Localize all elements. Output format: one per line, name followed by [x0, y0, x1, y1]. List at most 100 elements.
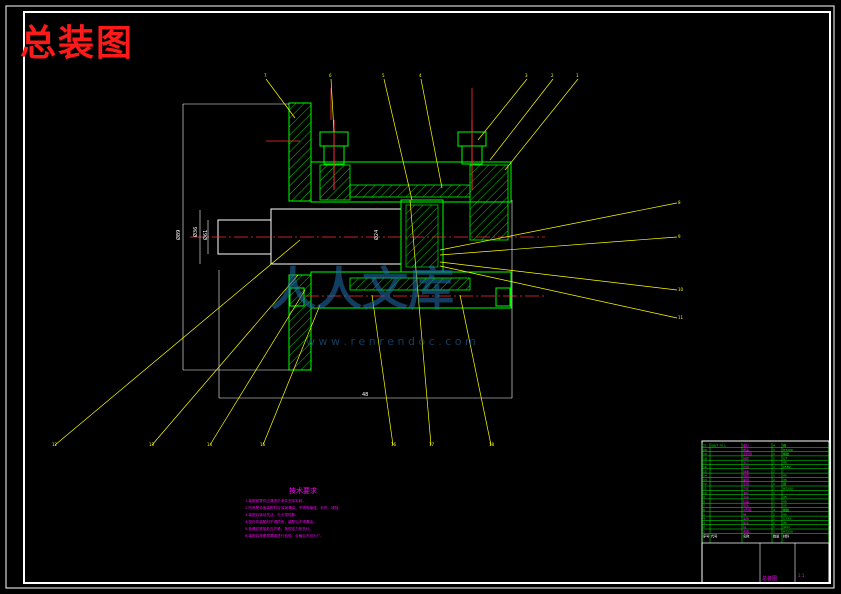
parts-cell: 1	[773, 461, 775, 465]
parts-cell: 1	[773, 530, 775, 534]
balloon-number: 4	[419, 73, 422, 78]
tech-heading: 技术要求	[289, 486, 317, 495]
bearing	[400, 199, 444, 273]
parts-cell: 1	[773, 491, 775, 495]
balloon-number: 14	[207, 442, 213, 447]
parts-cell: 35	[783, 478, 787, 482]
housing-top	[310, 161, 512, 203]
parts-cell: QT	[783, 456, 787, 460]
parts-cell: 5	[703, 512, 705, 516]
dim-diameter-c: Ø61	[202, 230, 209, 240]
parts-cell: 4	[773, 444, 775, 448]
balloon-number: 12	[52, 442, 58, 447]
balloon-number: 2	[551, 73, 554, 78]
parts-cell: 45	[783, 461, 787, 465]
parts-cell: 缸盖	[743, 498, 749, 503]
parts-cell: 活塞	[743, 494, 749, 499]
parts-cell: 1	[773, 517, 775, 521]
watermark-url: w w w . r e n r e n d o c . c o m	[306, 335, 476, 348]
parts-cell: 隔套	[743, 473, 749, 478]
parts-cell: HT200	[783, 530, 793, 534]
parts-cell: 12	[703, 482, 707, 486]
parts-cell: 4	[703, 517, 705, 521]
housing-left-hatch	[319, 164, 351, 201]
parts-cell: 1	[773, 456, 775, 460]
parts-cell: 6	[703, 508, 705, 512]
parts-cell: 法兰	[743, 460, 749, 465]
dim-inner-hole: Ø24	[373, 230, 380, 240]
parts-cell: 8	[703, 499, 705, 503]
technical-requirements: 技术要求 1.装配前零件应清洗干净并去除毛刺。 2.所有配合面装配时应涂润滑油，…	[245, 486, 342, 538]
parts-cell: HT200	[783, 448, 793, 452]
parts-cell: O形圈	[743, 507, 751, 512]
parts-cell: 壳体	[743, 486, 749, 491]
parts-cell: 1	[773, 521, 775, 525]
parts-cell: 2	[773, 469, 775, 473]
parts-cell: 16	[703, 465, 707, 469]
dim-diameter-b: Ø36	[192, 227, 199, 237]
parts-cell: 2	[773, 504, 775, 508]
parts-header-cell: 数量	[773, 533, 780, 538]
balloon-number: 8	[678, 200, 681, 205]
parts-cell: 9	[703, 495, 705, 499]
outer-frame	[5, 5, 835, 589]
parts-cell: 2	[773, 482, 775, 486]
tech-line-1: 1.装配前零件应清洗干净并去除毛刺。	[245, 498, 306, 503]
parts-cell: 35	[783, 504, 787, 508]
balloon-number: 13	[149, 442, 155, 447]
assembly-view: Ø89 Ø36 Ø61 Ø24 48	[54, 78, 678, 446]
balloon-number: 16	[391, 442, 397, 447]
parts-cell: 1	[773, 474, 775, 478]
parts-cell: 轴套	[743, 455, 749, 460]
parts-cell: 2	[773, 452, 775, 456]
parts-cell: 1	[773, 525, 775, 529]
parts-cell: 17	[703, 461, 707, 465]
bolt-top-right	[457, 120, 487, 190]
left-flange-bottom	[288, 274, 312, 371]
parts-cell: 18	[703, 456, 707, 460]
parts-cell: 钢	[783, 443, 786, 448]
parts-cell: 挡圈	[743, 464, 749, 469]
dimension-lines	[182, 103, 513, 399]
drawing-border	[23, 11, 831, 584]
parts-cell: 底座	[743, 529, 749, 534]
parts-cell: 1	[773, 499, 775, 503]
balloon-number: 15	[260, 442, 266, 447]
balloon-number: 9	[678, 234, 681, 239]
parts-cell: 10	[703, 491, 707, 495]
dim-overall-length: 48	[362, 392, 368, 398]
balloon-number: 5	[382, 73, 385, 78]
parts-cell: 45	[783, 499, 787, 503]
parts-cell: Q235	[783, 517, 791, 521]
parts-cell: 45	[783, 474, 787, 478]
parts-cell: 35	[783, 521, 787, 525]
parts-cell: 2	[773, 512, 775, 516]
bearing-hatch	[405, 204, 439, 268]
parts-cell: 螺母	[743, 477, 749, 482]
parts-cell: 45	[783, 495, 787, 499]
parts-cell: 橡胶	[783, 451, 789, 456]
parts-cell: 螺钉	[743, 443, 749, 448]
tech-line-3: 3.装配后转动灵活，无卡滞现象。	[245, 512, 299, 517]
parts-cell: 销	[743, 511, 746, 516]
balloon-number: 10	[678, 287, 684, 292]
parts-cell: 垫圈	[743, 481, 749, 486]
tech-line-4: 4.密封件装配时不得损伤，装配后不得漏油。	[245, 519, 317, 524]
parts-cell: 7	[703, 504, 705, 508]
parts-cell: 14	[703, 474, 707, 478]
parts-cell: 螺塞	[743, 520, 749, 525]
parts-cell: 21	[703, 444, 707, 448]
parts-cell: 盖板	[743, 516, 749, 521]
parts-cell: 4	[773, 508, 775, 512]
left-flange-top	[288, 102, 312, 202]
bolt-bottom-left	[289, 287, 305, 307]
parts-cell: 45	[783, 512, 787, 516]
housing-right-hatch	[469, 164, 509, 241]
leader-lines	[54, 78, 678, 446]
tech-line-6: 6.装配后按图样要求进行检验，合格后方可出厂。	[245, 533, 324, 538]
parts-cell: 11	[703, 487, 707, 491]
parts-cell: 1	[773, 465, 775, 469]
parts-header-cell: 名称	[743, 533, 750, 538]
